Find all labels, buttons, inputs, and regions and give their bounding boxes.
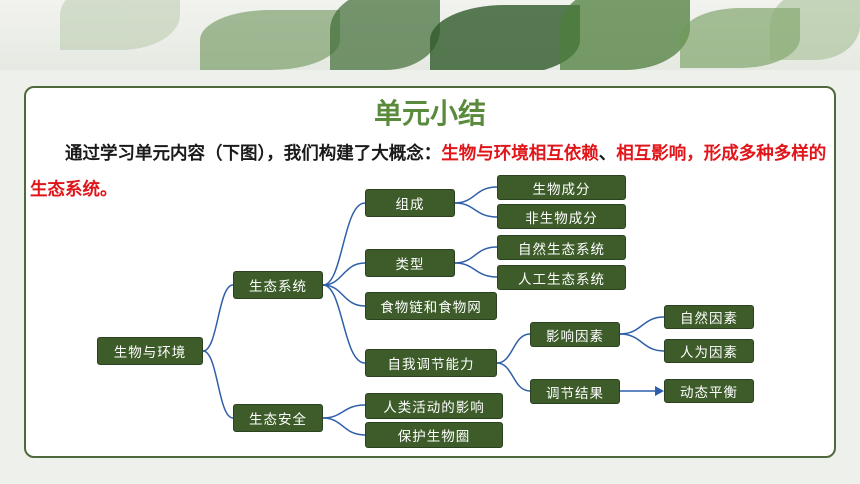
node-biotic: 生物成分 [497, 175, 626, 200]
arrow-head-icon [655, 386, 664, 396]
intro-text: 通过学习单元内容（下图），我们构建了大概念： [65, 144, 442, 164]
node-composition: 组成 [365, 189, 455, 217]
node-human-impact: 人类活动的影响 [365, 393, 503, 419]
node-dynamic-balance: 动态平衡 [664, 379, 754, 403]
node-abiotic: 非生物成分 [497, 204, 626, 229]
node-protect-biosphere: 保护生物圈 [365, 422, 503, 448]
node-foodchain: 食物链和食物网 [365, 292, 497, 320]
node-artificial-ecosystem: 人工生态系统 [497, 265, 626, 290]
node-selfregulation: 自我调节能力 [365, 349, 497, 377]
node-influence-factors: 影响因素 [530, 322, 620, 347]
intro-highlight-interdependence: 生物与环境相互依赖 [441, 144, 599, 164]
node-natural-ecosystem: 自然生态系统 [497, 235, 626, 260]
page-title: 单元小结 [373, 97, 486, 130]
node-ecosystem: 生态系统 [233, 271, 323, 299]
intro-paragraph: 通过学习单元内容（下图），我们构建了大概念：生物与环境相互依赖、相互影响，形成多… [30, 136, 830, 208]
node-ecosafety: 生态安全 [233, 404, 323, 432]
node-regulation-result: 调节结果 [530, 379, 620, 404]
node-natural-factors: 自然因素 [664, 305, 754, 329]
intro-separator: 、 [598, 144, 617, 164]
node-human-factors: 人为因素 [664, 339, 754, 363]
intro-highlight-interaction: 相互影响，形成多种多样的生态系统。 [30, 144, 827, 200]
node-types: 类型 [365, 249, 455, 277]
node-root: 生物与环境 [97, 337, 203, 365]
decorative-plant-banner [0, 0, 860, 70]
